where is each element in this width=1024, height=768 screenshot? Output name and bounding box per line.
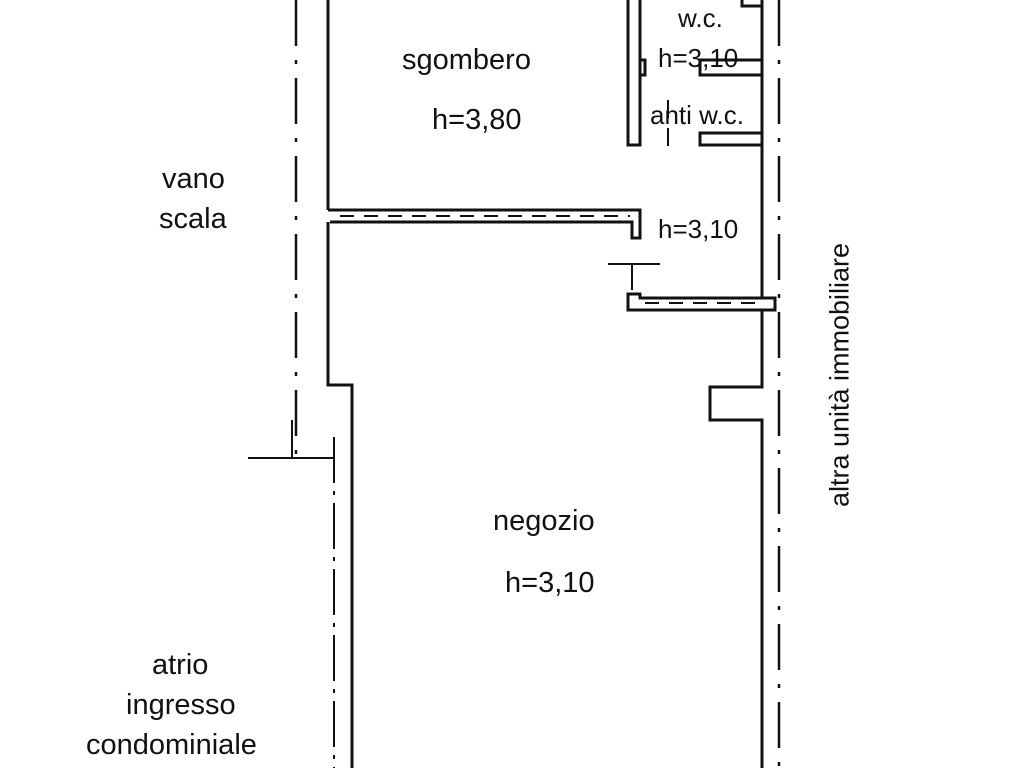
- wall-wc-top: [740, 0, 764, 8]
- wall-right-negozio: [708, 310, 764, 768]
- room-height-sgombero: h=3,80: [432, 104, 522, 136]
- label-atrium-line1: atrio: [152, 649, 209, 681]
- wall-wc-left: [626, 0, 642, 147]
- door-marker: [608, 263, 660, 290]
- wall-sgombero-bottom: [328, 208, 642, 240]
- label-adjacent-unit: altra unità immobiliare: [824, 242, 855, 508]
- room-label-sgombero: sgombero: [402, 44, 531, 76]
- room-label-wc: w.c.: [678, 3, 723, 33]
- room-height-corridor: h=3,10: [658, 214, 739, 244]
- label-atrium-line3: condominiale: [86, 729, 257, 761]
- room-label-negozio: negozio: [493, 505, 595, 537]
- wall-left-negozio-upper: [326, 222, 354, 768]
- room-height-wc: h=3,10: [658, 43, 739, 73]
- label-stairwell-line2: scala: [159, 203, 227, 235]
- atrium-corner: [248, 420, 334, 459]
- room-height-negozio: h=3,10: [505, 567, 595, 599]
- label-atrium-line2: ingresso: [126, 689, 236, 721]
- wall-antiwc-bottom: [698, 131, 764, 147]
- wall-corridor-bottom: [626, 292, 777, 312]
- wall-wc-left-stub: [640, 58, 647, 77]
- label-stairwell-line1: vano: [162, 163, 225, 195]
- room-label-anti-wc: anti w.c.: [650, 100, 744, 130]
